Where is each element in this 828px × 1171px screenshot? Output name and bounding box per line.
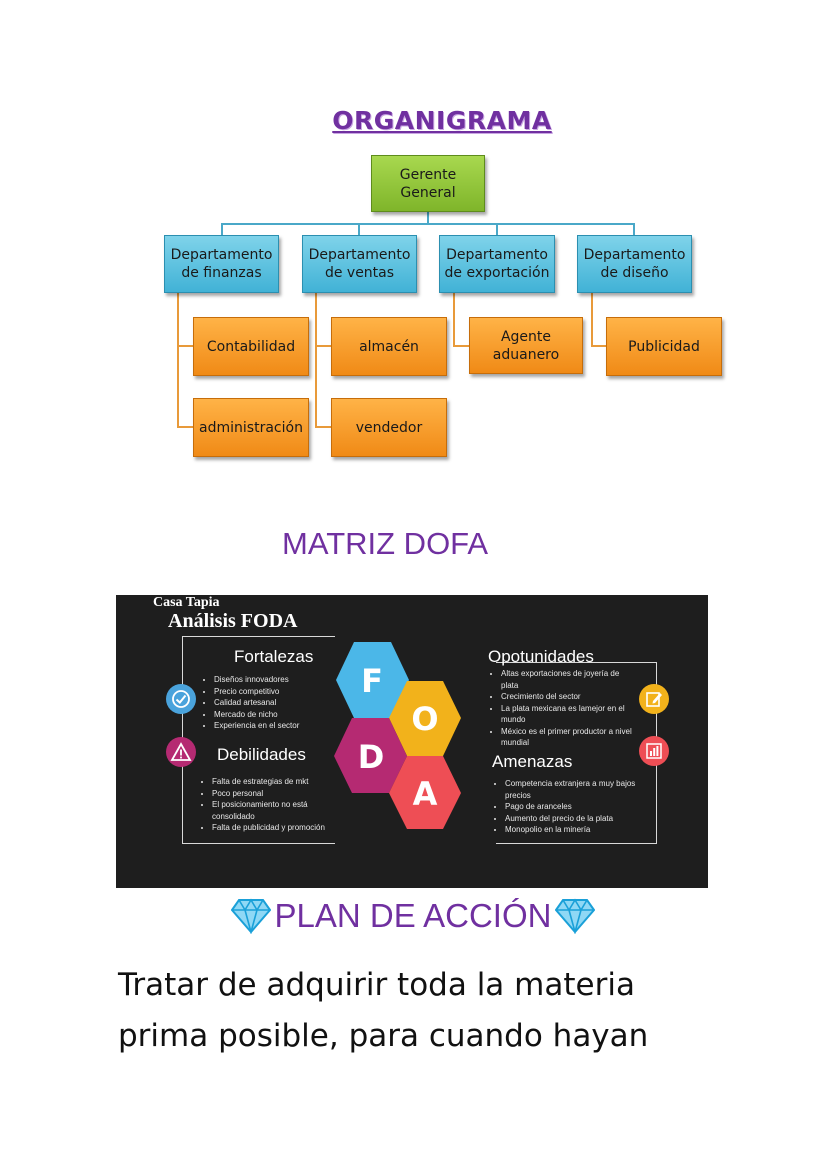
amenazas-list: Competencia extranjera a muy bajos preci…: [493, 778, 637, 836]
list-item: Pago de aranceles: [505, 801, 637, 813]
plan-title: PLAN DE ACCIÓN: [228, 897, 598, 935]
oportunidades-title: Opotunidades: [488, 647, 594, 666]
gem-icon: [555, 898, 596, 934]
org-department-box: Departamento de finanzas: [164, 235, 279, 293]
connector: [177, 345, 193, 347]
connector: [591, 293, 593, 346]
connector: [591, 345, 607, 347]
fortalezas-title: Fortalezas: [234, 647, 314, 666]
list-item: Precio competitivo: [214, 686, 334, 698]
list-item: México es el primer productor a nivel mu…: [501, 726, 637, 749]
connector: [633, 223, 635, 235]
org-sub-box: Contabilidad: [193, 317, 309, 376]
list-item: La plata mexicana es lamejor en el mundo: [501, 703, 637, 726]
connector: [315, 426, 331, 428]
plan-text-line: Tratar de adquirir toda la materia: [118, 967, 635, 1003]
letter-o: O: [411, 700, 438, 738]
list-item: Altas exportaciones de joyería de plata: [501, 668, 637, 691]
foda-brand: Casa Tapia: [153, 595, 220, 610]
org-sub-box: administración: [193, 398, 309, 457]
hexagon-o: [389, 681, 461, 756]
chart-icon: [639, 736, 669, 766]
org-sub-box: vendedor: [331, 398, 447, 457]
warning-icon: [166, 737, 196, 767]
plan-title-text: PLAN DE ACCIÓN: [274, 897, 552, 934]
list-item: Mercado de nicho: [214, 709, 334, 721]
hexagon-d: [334, 718, 407, 793]
connector: [315, 293, 317, 427]
list-item: Experiencia en el sector: [214, 720, 334, 732]
amenazas-title: Amenazas: [492, 752, 573, 771]
connector: [427, 212, 429, 224]
org-sub-box: Publicidad: [606, 317, 722, 376]
gem-icon: [230, 898, 271, 934]
letter-d: D: [358, 738, 385, 776]
org-department-box: Departamento de diseño: [577, 235, 692, 293]
connector: [453, 293, 455, 346]
debilidades-title: Debilidades: [217, 745, 306, 764]
debilidades-list: Falta de estrategias de mkt Poco persona…: [200, 776, 344, 834]
fortalezas-list: Diseños innovadores Precio competitivo C…: [202, 674, 334, 732]
check-icon: [166, 684, 196, 714]
list-item: El posicionamiento no está consolidado: [212, 799, 344, 822]
matriz-title: MATRIZ DOFA: [282, 526, 489, 561]
connector: [315, 345, 331, 347]
list-item: Poco personal: [212, 788, 344, 800]
org-department-box: Departamento de ventas: [302, 235, 417, 293]
foda-heading: Análisis FODA: [168, 610, 298, 632]
org-department-box: Departamento de exportación: [439, 235, 555, 293]
list-item: Crecimiento del sector: [501, 691, 637, 703]
letter-a: A: [413, 775, 438, 813]
list-item: Diseños innovadores: [214, 674, 334, 686]
edit-icon: [639, 684, 669, 714]
plan-text-line: prima posible, para cuando hayan: [118, 1018, 649, 1054]
connector: [496, 223, 498, 235]
list-item: Aumento del precio de la plata: [505, 813, 637, 825]
org-sub-box: Agente aduanero: [469, 317, 583, 374]
connector: [453, 345, 469, 347]
connector: [177, 293, 179, 427]
org-chart-title: ORGANIGRAMA: [332, 106, 552, 135]
connector: [221, 223, 223, 235]
plan-body: Tratar de adquirir toda la materia prima…: [118, 960, 738, 1062]
list-item: Falta de estrategias de mkt: [212, 776, 344, 788]
hexagon-f: [336, 642, 409, 718]
connector: [177, 426, 193, 428]
oportunidades-list: Altas exportaciones de joyería de plata …: [489, 668, 637, 749]
foda-image: Casa Tapia Análisis FODA Fortalezas Debi…: [116, 595, 708, 888]
connector: [221, 223, 635, 225]
list-item: Monopolio en la minería: [505, 824, 637, 836]
connector: [358, 223, 360, 235]
list-item: Calidad artesanal: [214, 697, 334, 709]
org-sub-box: almacén: [331, 317, 447, 376]
org-root-box: Gerente General: [371, 155, 485, 212]
letter-f: F: [361, 662, 383, 700]
hexagon-a: [389, 756, 461, 829]
foda-hexagons: F O D A: [334, 642, 461, 829]
list-item: Competencia extranjera a muy bajos preci…: [505, 778, 637, 801]
list-item: Falta de publicidad y promoción: [212, 822, 344, 834]
